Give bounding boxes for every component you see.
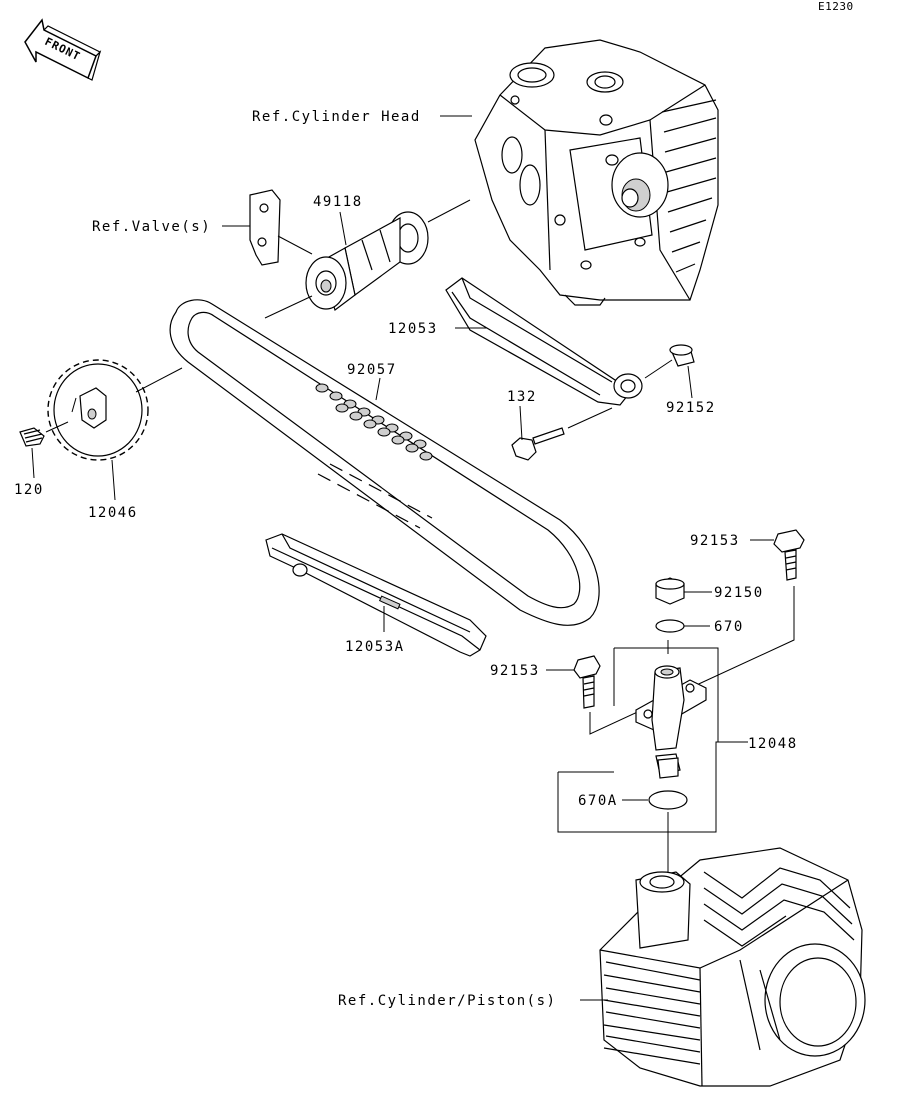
bolt-92150-part-number: 92150 xyxy=(714,585,764,601)
bolt-132-part-number: 132 xyxy=(507,389,537,405)
sprocket-part-number: 12046 xyxy=(88,505,138,521)
oring-670a-drawing xyxy=(648,790,688,810)
tensioner-part-number: 12048 xyxy=(748,736,798,752)
chain-part-number: 92057 xyxy=(347,362,397,378)
oring-670-part-number: 670 xyxy=(714,619,744,635)
bolt-120-drawing xyxy=(19,427,45,447)
oring-670-drawing xyxy=(655,619,685,633)
camshaft-part-number: 49118 xyxy=(313,194,363,210)
upper-chain-guide-drawing xyxy=(445,277,643,406)
lower-chain-guide-drawing xyxy=(265,533,487,657)
ref-valves-label: Ref.Valve(s) xyxy=(92,219,211,235)
oring-670a-part-number: 670A xyxy=(578,793,618,809)
bolt-120-part-number: 120 xyxy=(14,482,44,498)
tensioner-body-drawing xyxy=(635,665,707,779)
bolt-92153-left-part-number: 92153 xyxy=(490,663,540,679)
ref-cylinder-head-label: Ref.Cylinder Head xyxy=(252,109,421,125)
bolt-92150-drawing xyxy=(655,577,685,605)
upper-guide-part-number: 12053 xyxy=(388,321,438,337)
lower-guide-part-number: 12053A xyxy=(345,639,405,655)
bolt-92153-left-drawing xyxy=(573,655,601,709)
pin-part-number: 92152 xyxy=(666,400,716,416)
bolt-92153-top-drawing xyxy=(773,529,805,581)
sprocket-drawing xyxy=(47,359,149,461)
valve-bracket-drawing xyxy=(249,189,281,266)
camshaft-drawing xyxy=(305,211,429,311)
diagram-code: E1230 xyxy=(818,0,854,13)
bolt-132-drawing xyxy=(511,427,565,461)
bolt-92153-top-part-number: 92153 xyxy=(690,533,740,549)
cylinder-drawing xyxy=(599,847,866,1087)
pin-92152-drawing xyxy=(669,344,695,367)
cam-chain-drawing xyxy=(169,299,600,626)
cylinder-head-drawing xyxy=(474,39,719,306)
ref-cylinder-piston-label: Ref.Cylinder/Piston(s) xyxy=(338,993,556,1009)
front-arrow-icon: FRONT xyxy=(24,18,102,81)
